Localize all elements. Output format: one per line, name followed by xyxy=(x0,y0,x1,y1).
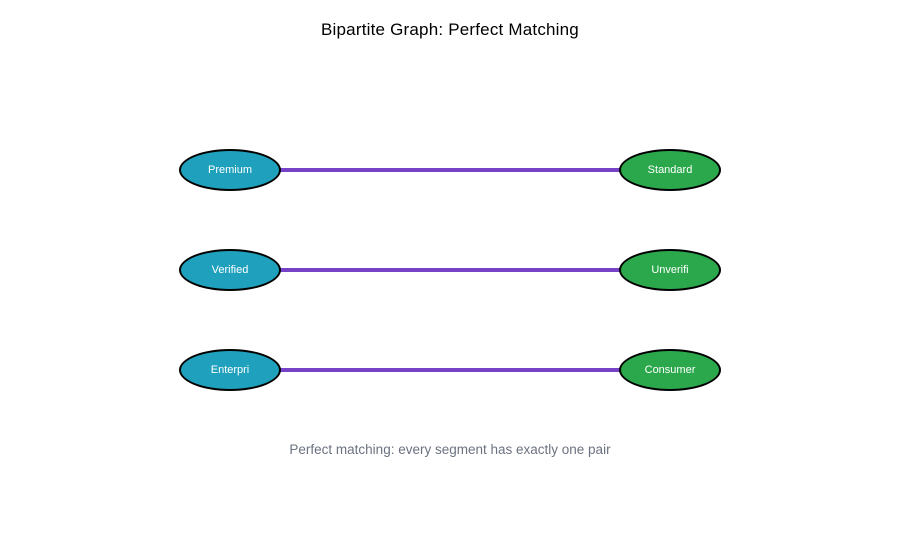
node-label: Unverifi xyxy=(651,264,689,276)
matching-row-1: Premium Standard xyxy=(179,149,721,191)
node-label: Consumer xyxy=(644,364,696,376)
node-enterpri: Enterpri xyxy=(179,349,281,391)
node-label: Premium xyxy=(207,164,252,176)
node-label: Verified xyxy=(211,264,249,276)
node-label: Standard xyxy=(647,164,693,176)
edge-line-3 xyxy=(279,368,621,372)
node-label: Enterpri xyxy=(210,364,250,376)
figure-title: Bipartite Graph: Perfect Matching xyxy=(321,20,579,39)
matching-row-3: Enterpri Consumer xyxy=(179,349,721,391)
node-standard: Standard xyxy=(619,149,721,191)
node-unverifi: Unverifi xyxy=(619,249,721,291)
edge-line-2 xyxy=(279,268,621,272)
node-premium: Premium xyxy=(179,149,281,191)
node-consumer: Consumer xyxy=(619,349,721,391)
edge-line-1 xyxy=(279,168,621,172)
node-verified: Verified xyxy=(179,249,281,291)
figure-caption: Perfect matching: every segment has exac… xyxy=(289,442,611,457)
matching-row-2: Verified Unverifi xyxy=(179,249,721,291)
